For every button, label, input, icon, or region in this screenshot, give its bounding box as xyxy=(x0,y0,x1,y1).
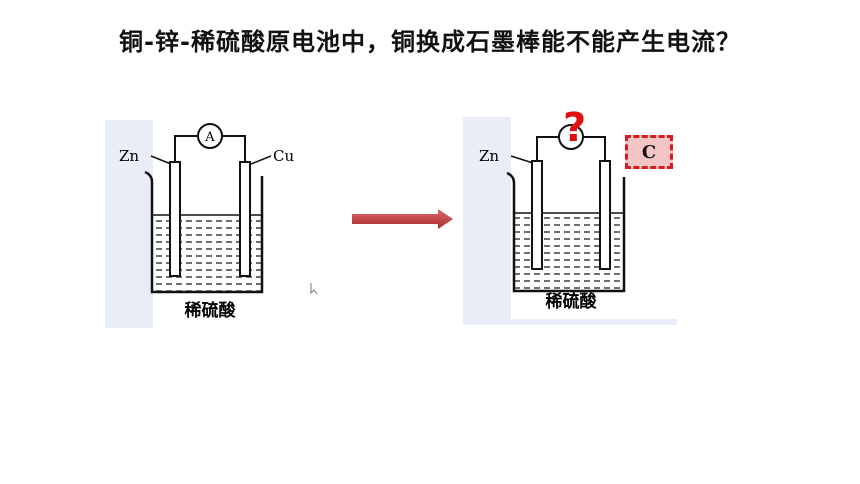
question-mark: ? xyxy=(563,105,587,151)
electrode-left-label: Zn xyxy=(479,147,499,165)
cu-electrode xyxy=(239,161,251,277)
electrode-left-label: Zn xyxy=(119,147,139,165)
zn-cu-cell-diagram: A Zn Cu 稀硫酸 xyxy=(105,120,319,328)
ammeter-label: A xyxy=(204,130,215,145)
electrode-right-label: Cu xyxy=(273,147,294,165)
question-title: 铜-锌-稀硫酸原电池中，铜换成石墨棒能不能产生电流？ xyxy=(119,28,741,56)
c-electrode xyxy=(599,160,611,270)
beaker xyxy=(144,170,264,294)
zn-electrode xyxy=(531,160,543,270)
zn-electrode xyxy=(169,161,181,277)
transform-arrow-icon xyxy=(352,209,453,229)
solution-label: 稀硫酸 xyxy=(546,291,598,312)
ammeter-icon xyxy=(558,124,584,150)
solution-label: 稀硫酸 xyxy=(185,300,237,321)
carbon-electrode-label: C xyxy=(625,135,673,169)
ammeter-icon xyxy=(197,123,223,149)
beaker xyxy=(506,171,626,293)
